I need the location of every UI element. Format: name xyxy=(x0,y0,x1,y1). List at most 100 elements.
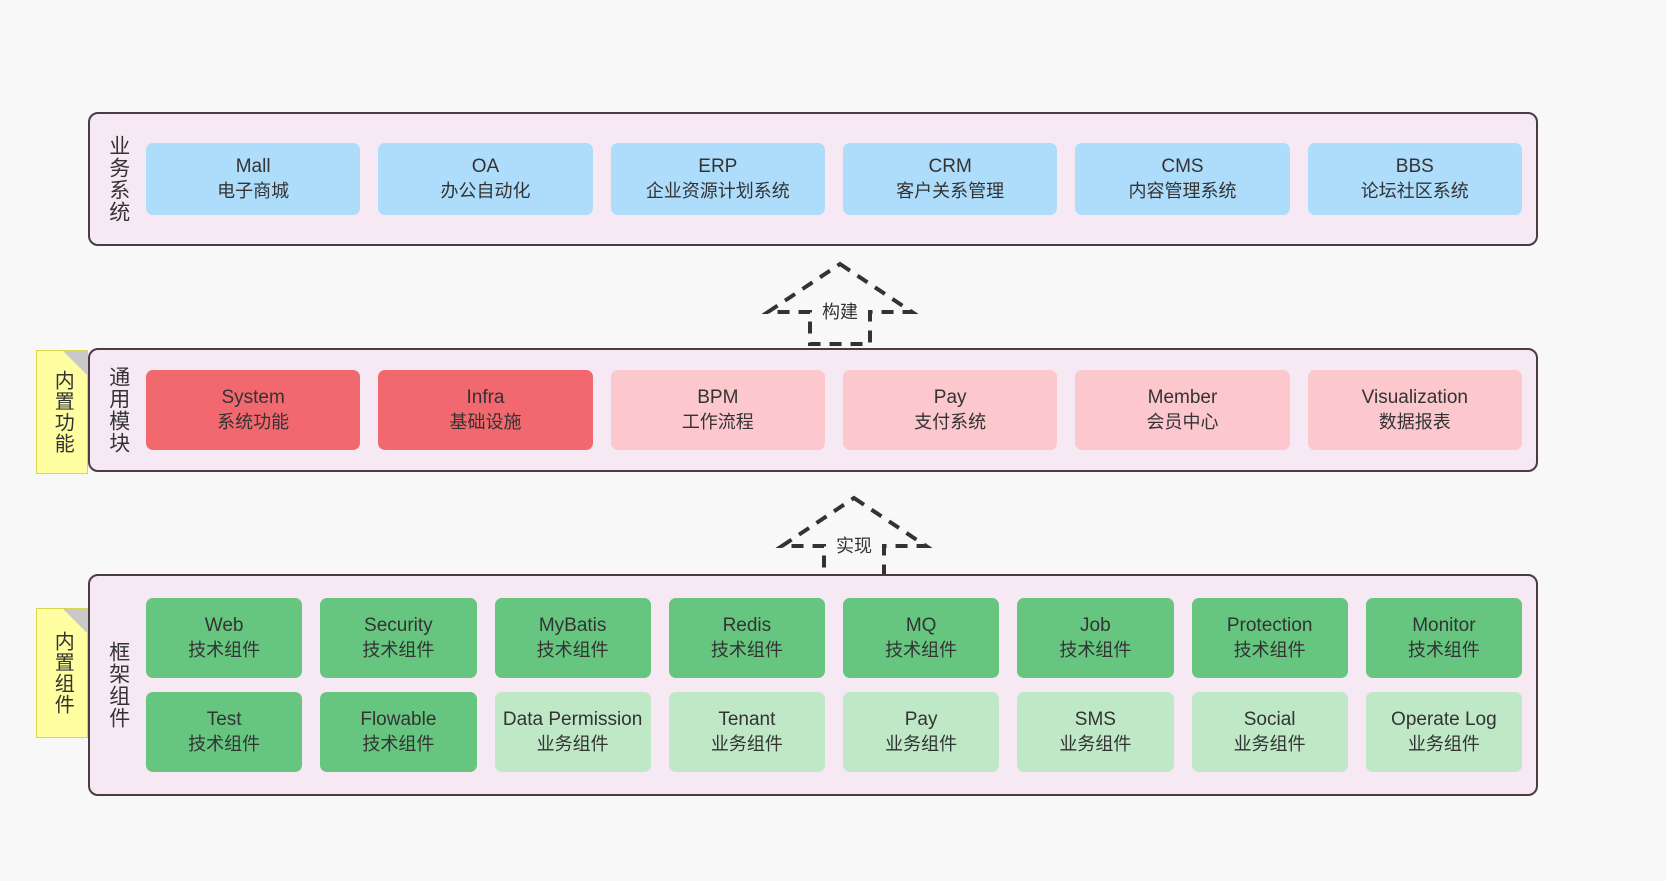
card-subtitle: 会员中心 xyxy=(1146,411,1219,432)
card-subtitle: 技术组件 xyxy=(362,733,435,754)
card-subtitle: 基础设施 xyxy=(449,411,522,432)
card-subtitle: 业务组件 xyxy=(1407,733,1480,754)
card-subtitle: 电子商城 xyxy=(217,180,290,201)
card-subtitle: 内容管理系统 xyxy=(1128,180,1237,201)
card-subtitle: 业务组件 xyxy=(536,733,609,754)
sticky-note-built-in-functions: 内置功能 xyxy=(36,350,88,474)
card-title: Operate Log xyxy=(1391,709,1497,731)
card-title: Social xyxy=(1243,709,1296,731)
card-title: Protection xyxy=(1226,615,1313,637)
card-test[interactable]: Test 技术组件 xyxy=(146,692,303,772)
card-subtitle: 数据报表 xyxy=(1378,411,1451,432)
card-title: Pay xyxy=(933,387,967,409)
card-title: BBS xyxy=(1395,156,1434,178)
layer-common-modules-title: 通用模块 xyxy=(106,366,130,454)
sticky-note-built-in-components: 内置组件 xyxy=(36,608,88,738)
card-infra[interactable]: Infra 基础设施 xyxy=(378,370,593,450)
card-pay-component[interactable]: Pay 业务组件 xyxy=(843,692,1000,772)
card-subtitle: 客户关系管理 xyxy=(896,180,1005,201)
card-subtitle: 技术组件 xyxy=(536,639,609,660)
card-pay-module[interactable]: Pay 支付系统 xyxy=(842,370,1058,450)
card-subtitle: 技术组件 xyxy=(188,639,261,660)
card-subtitle: 技术组件 xyxy=(1059,639,1132,660)
card-subtitle: 技术组件 xyxy=(362,639,435,660)
card-row: System 系统功能 Infra 基础设施 BPM 工作流程 Pay 支付系统… xyxy=(146,370,1522,450)
card-crm[interactable]: CRM 客户关系管理 xyxy=(842,143,1058,215)
card-subtitle: 技术组件 xyxy=(1233,639,1306,660)
card-job[interactable]: Job 技术组件 xyxy=(1017,598,1174,678)
card-subtitle: 论坛社区系统 xyxy=(1360,180,1469,201)
card-cms[interactable]: CMS 内容管理系统 xyxy=(1075,143,1290,215)
card-title: MQ xyxy=(905,615,937,637)
card-security[interactable]: Security 技术组件 xyxy=(320,598,477,678)
card-title: Tenant xyxy=(718,709,776,731)
card-title: Monitor xyxy=(1412,615,1476,637)
card-flowable[interactable]: Flowable 技术组件 xyxy=(320,692,477,772)
card-title: CMS xyxy=(1161,156,1204,178)
card-subtitle: 企业资源计划系统 xyxy=(645,180,790,201)
card-subtitle: 业务组件 xyxy=(710,733,783,754)
card-web[interactable]: Web 技术组件 xyxy=(146,598,303,678)
card-title: SMS xyxy=(1074,709,1116,731)
card-subtitle: 业务组件 xyxy=(1059,733,1132,754)
card-subtitle: 业务组件 xyxy=(1233,733,1306,754)
card-mall[interactable]: Mall 电子商城 xyxy=(146,143,361,215)
card-title: Data Permission xyxy=(502,709,643,731)
card-subtitle: 技术组件 xyxy=(710,639,783,660)
card-protection[interactable]: Protection 技术组件 xyxy=(1191,598,1348,678)
arrow-build: 构建 xyxy=(756,258,924,348)
card-row: Web 技术组件 Security 技术组件 MyBatis 技术组件 Redi… xyxy=(146,598,1522,678)
card-title: Visualization xyxy=(1361,387,1468,409)
card-sms[interactable]: SMS 业务组件 xyxy=(1017,692,1174,772)
card-redis[interactable]: Redis 技术组件 xyxy=(668,598,825,678)
card-data-permission[interactable]: Data Permission 业务组件 xyxy=(494,692,651,772)
card-visualization[interactable]: Visualization 数据报表 xyxy=(1307,370,1522,450)
card-title: Mall xyxy=(235,156,271,178)
layer-business-systems-body: Mall 电子商城 OA 办公自动化 ERP 企业资源计划系统 CRM 客户关系… xyxy=(146,114,1536,244)
card-subtitle: 支付系统 xyxy=(914,411,987,432)
card-row: Mall 电子商城 OA 办公自动化 ERP 企业资源计划系统 CRM 客户关系… xyxy=(146,143,1522,215)
card-subtitle: 系统功能 xyxy=(217,411,290,432)
card-monitor[interactable]: Monitor 技术组件 xyxy=(1365,598,1522,678)
card-subtitle: 技术组件 xyxy=(885,639,958,660)
layer-framework-components-body: Web 技术组件 Security 技术组件 MyBatis 技术组件 Redi… xyxy=(146,576,1536,794)
sticky-note-label: 内置组件 xyxy=(51,631,74,715)
card-bbs[interactable]: BBS 论坛社区系统 xyxy=(1307,143,1522,215)
card-title: Redis xyxy=(722,615,772,637)
card-mq[interactable]: MQ 技术组件 xyxy=(843,598,1000,678)
card-title: Web xyxy=(204,615,244,637)
card-tenant[interactable]: Tenant 业务组件 xyxy=(668,692,825,772)
card-title: Member xyxy=(1147,387,1218,409)
card-title: OA xyxy=(471,156,500,178)
card-title: System xyxy=(221,387,285,409)
card-title: MyBatis xyxy=(538,615,607,637)
card-title: Test xyxy=(206,709,242,731)
layer-framework-components-title: 框架组件 xyxy=(106,641,130,729)
card-social[interactable]: Social 业务组件 xyxy=(1191,692,1348,772)
card-oa[interactable]: OA 办公自动化 xyxy=(378,143,593,215)
page-fold-icon xyxy=(63,609,87,633)
sticky-note-label: 内置功能 xyxy=(51,370,74,454)
card-operate-log[interactable]: Operate Log 业务组件 xyxy=(1365,692,1522,772)
layer-framework-components: 框架组件 Web 技术组件 Security 技术组件 MyBatis 技术组件… xyxy=(88,574,1538,796)
card-member[interactable]: Member 会员中心 xyxy=(1075,370,1290,450)
card-subtitle: 业务组件 xyxy=(885,733,958,754)
card-title: Security xyxy=(364,615,433,637)
card-title: Flowable xyxy=(360,709,437,731)
card-title: ERP xyxy=(698,156,738,178)
card-subtitle: 技术组件 xyxy=(1407,639,1480,660)
arrow-implement-label: 实现 xyxy=(836,536,872,556)
card-erp[interactable]: ERP 企业资源计划系统 xyxy=(610,143,825,215)
card-bpm[interactable]: BPM 工作流程 xyxy=(610,370,825,450)
page-fold-icon xyxy=(63,351,87,375)
card-mybatis[interactable]: MyBatis 技术组件 xyxy=(494,598,651,678)
card-subtitle: 技术组件 xyxy=(188,733,261,754)
card-system[interactable]: System 系统功能 xyxy=(146,370,361,450)
card-subtitle: 工作流程 xyxy=(681,411,754,432)
layer-common-modules: 通用模块 System 系统功能 Infra 基础设施 BPM 工作流程 Pay… xyxy=(88,348,1538,472)
layer-business-systems-title: 业务系统 xyxy=(106,135,130,223)
card-row: Test 技术组件 Flowable 技术组件 Data Permission … xyxy=(146,692,1522,772)
card-title: Infra xyxy=(466,387,505,409)
card-title: BPM xyxy=(697,387,739,409)
layer-business-systems: 业务系统 Mall 电子商城 OA 办公自动化 ERP 企业资源计划系统 CRM… xyxy=(88,112,1538,246)
